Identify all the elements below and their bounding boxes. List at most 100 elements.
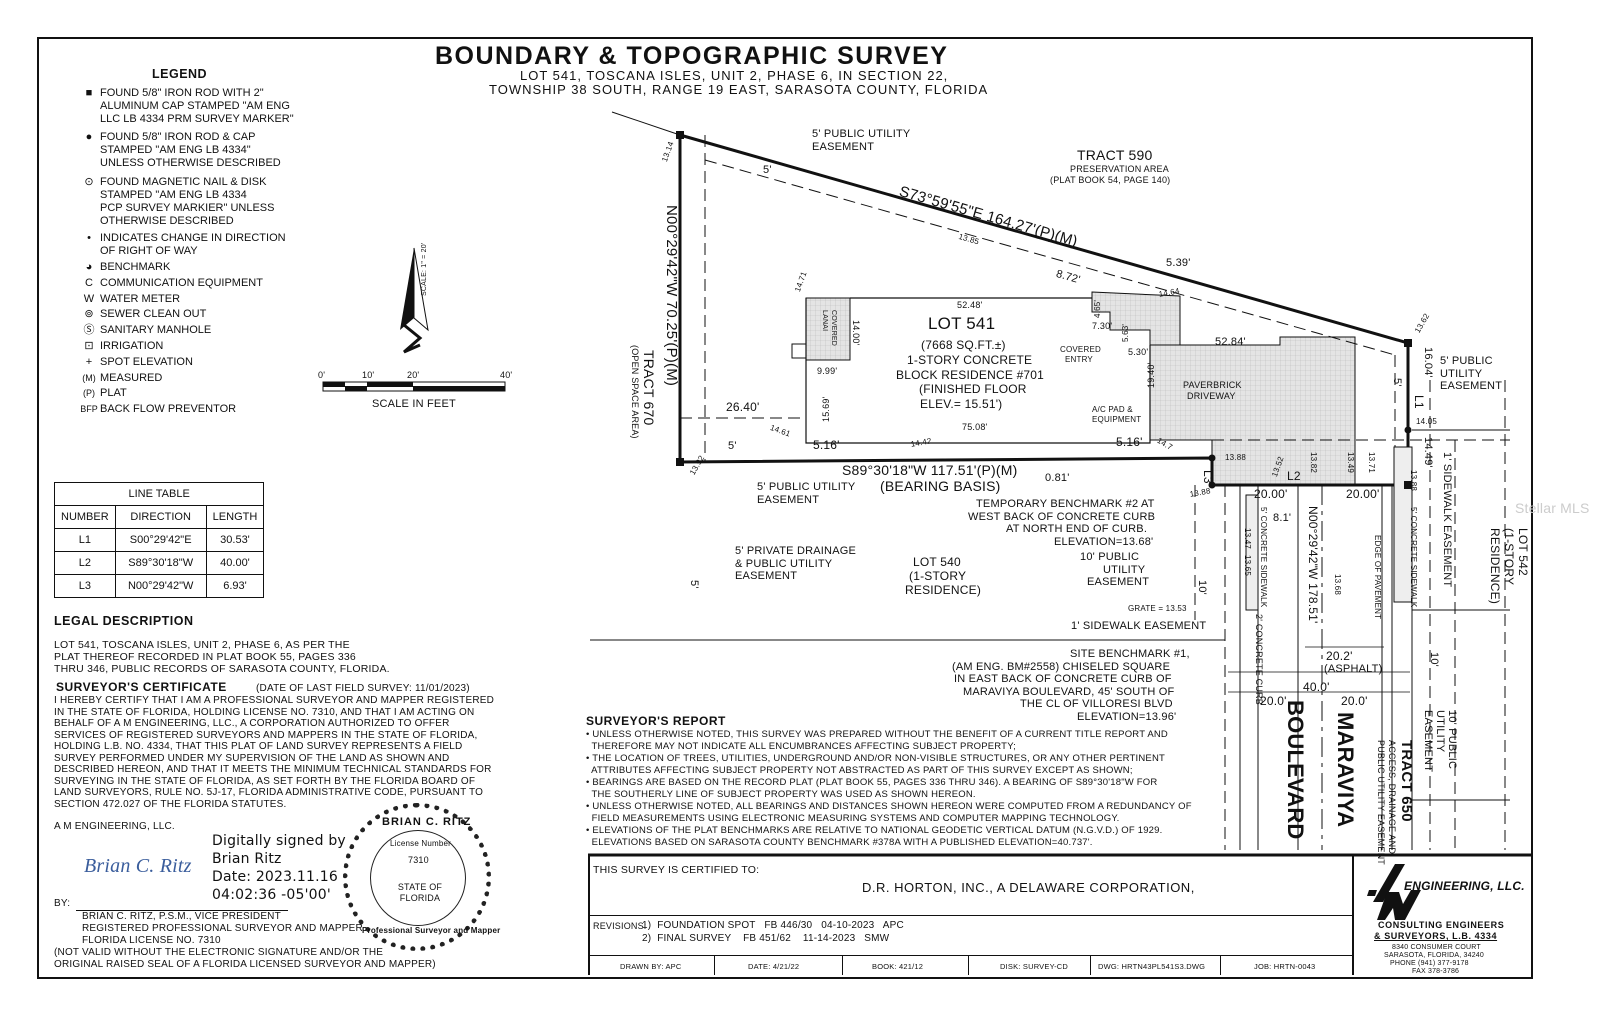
dimension-label: 15.69' bbox=[821, 396, 831, 422]
west-bearing: N00°29'42"W 70.25'(P)(M) bbox=[663, 205, 680, 387]
dimension-label: 5.16' bbox=[1116, 435, 1143, 449]
covered-lanai bbox=[805, 297, 851, 361]
dimension-label: L3 bbox=[1201, 470, 1215, 484]
drainage-easement-label: EASEMENT bbox=[735, 570, 798, 582]
pue-10-label: 10' PUBLIC bbox=[1446, 710, 1458, 770]
certificate-line: HOLDING L.B. NO. 4334, THAT THIS PLAT OF… bbox=[54, 741, 463, 752]
drainage-easement-label: & PUBLIC UTILITY bbox=[735, 557, 833, 570]
road-bearing: N00°29'42"W 178.51' bbox=[1306, 506, 1320, 624]
dimension-label: 20.0' bbox=[1341, 694, 1368, 708]
report-item: • UNLESS OTHERWISE NOTED, THIS SURVEY WA… bbox=[586, 729, 1168, 752]
paverbrick-driveway bbox=[1149, 336, 1356, 486]
lot-area: (7668 SQ.FT.±) bbox=[921, 338, 1006, 352]
validity-note: ORIGINAL RAISED SEAL OF A FLORIDA LICENS… bbox=[54, 959, 436, 970]
cell: 6.93' bbox=[205, 574, 265, 598]
legend-item: (P)PLAT bbox=[78, 387, 127, 400]
spot-elevation: 13.88 bbox=[1225, 453, 1247, 462]
pue-label: EASEMENT bbox=[1440, 380, 1503, 392]
certificate-line: SECTION 472.027 OF THE FLORIDA STATUTES. bbox=[54, 798, 287, 810]
sidewalk-easement: 1' SIDEWALK EASEMENT bbox=[1071, 620, 1207, 632]
sidewalk-easement-east: 1' SIDEWALK EASEMENT bbox=[1441, 452, 1453, 588]
pue-label: EASEMENT bbox=[757, 494, 820, 506]
legend-text: FOUND 5/8" IRON ROD & CAP STAMPED "AM EN… bbox=[100, 131, 281, 169]
scale-tick-0: 0' bbox=[318, 370, 326, 380]
dimension-label: 0.81' bbox=[1045, 472, 1070, 484]
validity-note: (NOT VALID WITHOUT THE ELECTRONIC SIGNAT… bbox=[54, 947, 384, 958]
revision-2: 2) FINAL SURVEY FB 451/62 11-14-2023 SMW bbox=[642, 933, 890, 944]
seal-license-label: License Number bbox=[390, 839, 452, 848]
pue-label: 5' PUBLIC bbox=[1440, 355, 1493, 367]
divider bbox=[968, 955, 969, 975]
survey-subtitle-2: TOWNSHIP 38 SOUTH, RANGE 19 EAST, SARASO… bbox=[489, 82, 989, 97]
legend-text: FOUND 5/8" IRON ROD WITH 2" ALUMINUM CAP… bbox=[100, 87, 294, 125]
revisions-label: REVISIONS: bbox=[593, 921, 647, 931]
site-benchmark-label: (AM ENG. BM#2558) CHISELED SQUARE bbox=[952, 660, 1171, 673]
dimension-label: 19.40' bbox=[1146, 362, 1156, 388]
title-block-cell: JOB: HRTN-0043 bbox=[1254, 962, 1316, 971]
spot-elevation: 13.68 bbox=[1333, 574, 1342, 596]
dimension-label: 5' bbox=[688, 580, 700, 589]
pue-10-label: EASEMENT bbox=[1422, 710, 1434, 773]
dimension-label: 5' bbox=[763, 164, 772, 176]
dimension-label: 14.49' bbox=[1422, 437, 1434, 468]
drawing-border bbox=[37, 37, 1533, 979]
divider bbox=[714, 955, 715, 975]
sanitary-manhole-icon: Ⓢ bbox=[83, 324, 95, 336]
company-address-1: 8340 CONSUMER COURT bbox=[1392, 944, 1481, 951]
covered-entry-label: COVERED bbox=[1060, 345, 1101, 354]
line-table-header: LENGTH bbox=[205, 505, 265, 529]
certificate-heading: SURVEYOR'S CERTIFICATE bbox=[56, 680, 227, 694]
lot-542: RESIDENCE) bbox=[1488, 528, 1502, 605]
by-label: BY: bbox=[54, 898, 71, 909]
asphalt-label: (ASPHALT) bbox=[1324, 663, 1383, 675]
scale-tick-20: 20' bbox=[407, 370, 420, 380]
site-benchmark-label: THE CL OF VILLORESI BLVD bbox=[1020, 698, 1173, 710]
am-logo-icon bbox=[1367, 864, 1421, 920]
legend-item: •INDICATES CHANGE IN DIRECTION OF RIGHT … bbox=[78, 232, 286, 258]
legend-text: PLAT bbox=[100, 387, 127, 399]
dimension-label: L1 bbox=[1412, 395, 1426, 409]
company-phone: PHONE (941) 377-9178 bbox=[1390, 960, 1469, 967]
certificate-date: (DATE OF LAST FIELD SURVEY: 11/01/2023) bbox=[256, 683, 470, 694]
legal-line: THRU 346, PUBLIC RECORDS OF SARASOTA COU… bbox=[54, 663, 390, 675]
company-fax: FAX 378-3786 bbox=[1412, 968, 1460, 975]
digital-signature-2: Brian Ritz bbox=[212, 851, 282, 867]
cell: N00°29'42"W bbox=[114, 574, 207, 598]
pue-label: EASEMENT bbox=[812, 141, 875, 153]
legend-item: +SPOT ELEVATION bbox=[78, 356, 193, 369]
seal-name: BRIAN C. RITZ bbox=[382, 816, 472, 828]
pue-10-label: UTILITY bbox=[1434, 710, 1446, 753]
cell: L3 bbox=[54, 574, 116, 598]
legend-text: INDICATES CHANGE IN DIRECTION OF RIGHT O… bbox=[100, 232, 286, 257]
site-benchmark-label: MARAVIYA BOULEVARD, 45' SOUTH OF bbox=[963, 685, 1175, 698]
legend-item: ●FOUND 5/8" IRON ROD & CAP STAMPED "AM E… bbox=[78, 131, 281, 170]
dimension-label: 16.04' bbox=[1422, 347, 1434, 378]
certified-to: D.R. HORTON, INC., A DELAWARE CORPORATIO… bbox=[862, 880, 1195, 895]
legend-heading: LEGEND bbox=[152, 67, 208, 81]
lot-540: RESIDENCE) bbox=[905, 583, 982, 597]
filled-square-icon: ■ bbox=[85, 87, 93, 99]
legend-item: ■ FOUND 5/8" IRON ROD WITH 2" ALUMINUM CA… bbox=[78, 87, 294, 126]
m-text-icon: (M) bbox=[82, 373, 96, 383]
asphalt-label: 20.2' bbox=[1326, 649, 1353, 663]
ac-pad-label: EQUIPMENT bbox=[1092, 415, 1142, 424]
company-address-2: SARASOTA, FLORIDA, 34240 bbox=[1384, 952, 1484, 959]
certificate-line: IN THE STATE OF FLORIDA, HOLDING LICENSE… bbox=[54, 706, 475, 718]
tract-590: TRACT 590 bbox=[1077, 147, 1153, 163]
bearing-basis: (BEARING BASIS) bbox=[880, 478, 1001, 494]
dimension-label: 5.63' bbox=[1121, 323, 1130, 342]
revision-1: 1) FOUNDATION SPOT FB 446/30 04-10-2023 … bbox=[642, 920, 904, 931]
title-block-cell: BOOK: 421/12 bbox=[872, 962, 924, 971]
legend-text: IRRIGATION bbox=[100, 340, 164, 352]
scale-label: SCALE IN FEET bbox=[372, 398, 456, 410]
company-logo bbox=[1365, 862, 1425, 922]
tract-670-sub: (OPEN SPACE AREA) bbox=[630, 345, 640, 439]
dimension-label: 40.0' bbox=[1303, 680, 1330, 694]
legend-text: SEWER CLEAN OUT bbox=[100, 308, 207, 320]
